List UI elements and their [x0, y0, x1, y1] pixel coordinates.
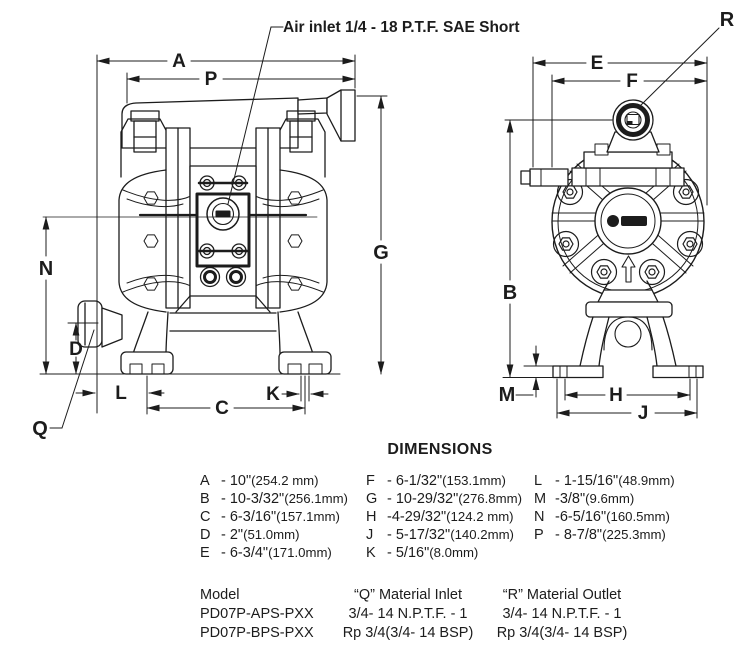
flange-bolts: [552, 178, 704, 286]
dim-row-m: M-3/8"(9.6mm): [534, 491, 635, 507]
left-leg-foot: [120, 311, 174, 375]
model-table-header-outlet: “R” Material Outlet: [502, 587, 622, 603]
dim-row-l: L- 1-15/16"(48.9mm): [534, 473, 675, 489]
model-row-cell: 3/4- 14 N.P.T.F. - 1: [348, 606, 468, 622]
center-air-valve-body: [189, 165, 257, 297]
air-inlet-port: [206, 197, 240, 231]
dim-label-f: F: [626, 71, 638, 92]
technical-drawing: Air inlet 1/4 - 18 P.T.F. SAE Short A P …: [32, 9, 735, 440]
side-view-drawing: [520, 99, 705, 379]
dim-row-j: J- 5-17/32"(140.2mm): [366, 527, 514, 543]
left-diaphragm-housing: [118, 169, 192, 313]
front-view-dimensions: [39, 26, 388, 429]
dim-label-g: G: [373, 242, 389, 264]
r-leader: [640, 27, 720, 106]
dim-row-n: N-6-5/16"(160.5mm): [534, 509, 670, 525]
model-row-cell: Rp 3/4(3/4- 14 BSP): [342, 625, 474, 641]
dim-label-d: D: [69, 339, 83, 360]
dim-label-e: E: [591, 53, 604, 74]
dim-label-p: P: [205, 69, 218, 90]
dim-row-e: E- 6-3/4"(171.0mm): [200, 545, 332, 561]
dim-row-h: H-4-29/32"(124.2 mm): [366, 509, 514, 525]
dim-label-r: R: [720, 9, 735, 31]
front-view-drawing: [42, 89, 356, 375]
fluid-inlet-port: [77, 300, 123, 348]
dimensions-column-3: L- 1-15/16"(48.9mm) M-3/8"(9.6mm) N-6-5/…: [534, 472, 675, 544]
top-manifold: [121, 97, 299, 149]
muffler: [225, 266, 247, 288]
left-top-clamp: [120, 110, 168, 178]
right-top-clamp: [278, 110, 326, 178]
base-stand: [552, 280, 704, 379]
dim-label-m: M: [499, 384, 516, 406]
dim-label-k: K: [266, 384, 280, 405]
dim-label-l: L: [115, 383, 127, 404]
muffler: [199, 266, 221, 288]
dim-row-b: B- 10-3/32"(256.1mm): [200, 491, 348, 507]
side-air-fitting: [520, 168, 569, 187]
dimensions-column-2: F- 6-1/32"(153.1mm) G- 10-29/32"(276.8mm…: [366, 472, 522, 562]
dim-label-b: B: [503, 282, 517, 304]
dim-label-j: J: [638, 403, 649, 424]
model-table-header-inlet: “Q” Material Inlet: [354, 587, 462, 603]
dimensions-title: DIMENSIONS: [387, 441, 493, 458]
dim-row-d: D- 2"(51.0mm): [200, 527, 300, 543]
dim-row-a: A- 10"(254.2 mm): [200, 473, 319, 489]
dim-row-g: G- 10-29/32"(276.8mm): [366, 491, 523, 507]
air-inlet-note: Air inlet 1/4 - 18 P.T.F. SAE Short: [283, 19, 520, 36]
model-row-cell: Rp 3/4(3/4- 14 BSP): [496, 625, 628, 641]
flow-arrow: [621, 255, 636, 283]
dim-label-n: N: [39, 258, 53, 280]
dim-row-c: C- 6-3/16"(157.1mm): [200, 509, 340, 525]
dim-label-c: C: [215, 398, 229, 419]
right-diaphragm-housing: [254, 169, 328, 313]
dimensions-column-1: A- 10"(254.2 mm) B- 10-3/32"(256.1mm) C-…: [200, 472, 348, 562]
dim-label-h: H: [609, 385, 623, 406]
model-row-cell: PD07P-BPS-PXX: [200, 625, 314, 641]
dim-label-a: A: [172, 51, 186, 72]
model-row-cell: PD07P-APS-PXX: [200, 606, 314, 622]
dim-label-q: Q: [32, 418, 48, 440]
model-table-header-model: Model: [200, 587, 240, 603]
dim-row-p: P- 8-7/8"(225.3mm): [534, 527, 666, 543]
fluid-outlet-port: [612, 99, 654, 141]
dim-row-k: K- 5/16"(8.0mm): [366, 545, 479, 561]
aro-logo: [607, 215, 647, 227]
right-leg-foot: [277, 311, 332, 375]
dim-row-f: F- 6-1/32"(153.1mm): [366, 473, 506, 489]
side-view-dimensions: [502, 27, 720, 419]
model-row-cell: 3/4- 14 N.P.T.F. - 1: [502, 606, 622, 622]
